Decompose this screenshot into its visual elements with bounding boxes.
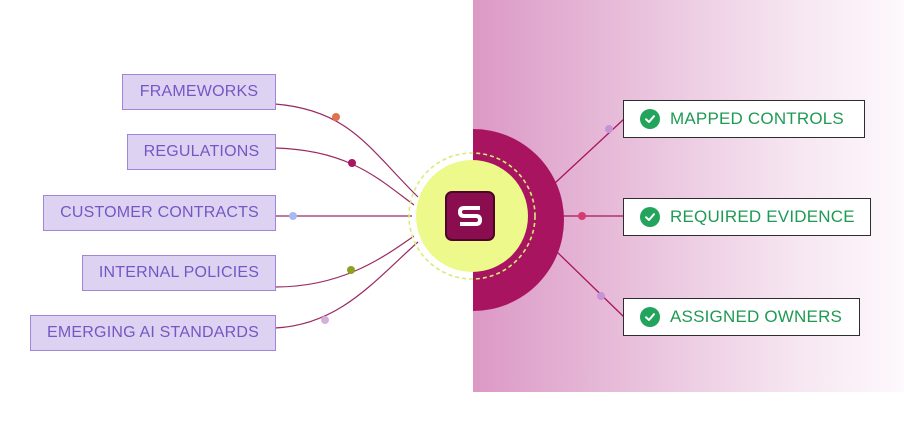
input-label: FRAMEWORKS [139, 83, 259, 100]
check-circle-icon [640, 109, 660, 129]
output-box-mapped-controls: MAPPED CONTROLS [623, 100, 865, 138]
input-dot-regulations [348, 159, 356, 167]
input-box-customer-contracts: CUSTOMER CONTRACTS [43, 195, 276, 231]
input-line-emerging-ai-standards [274, 241, 419, 329]
check-circle-icon [640, 307, 660, 327]
input-box-regulations: REGULATIONS [127, 134, 276, 170]
output-box-required-evidence: REQUIRED EVIDENCE [623, 198, 871, 236]
s-logo-glyph-icon [458, 206, 482, 226]
input-line-internal-policies [274, 235, 415, 288]
input-label: REGULATIONS [143, 143, 260, 160]
output-label: MAPPED CONTROLS [670, 109, 844, 128]
input-dot-frameworks [332, 113, 340, 121]
input-dot-emerging-ai-standards [321, 316, 329, 324]
check-circle-icon [640, 207, 660, 227]
output-box-assigned-owners: ASSIGNED OWNERS [623, 298, 860, 336]
output-label: REQUIRED EVIDENCE [670, 207, 855, 226]
s-logo-icon [445, 191, 495, 241]
input-dot-customer-contracts [289, 212, 297, 220]
input-line-frameworks [274, 103, 419, 198]
input-box-internal-policies: INTERNAL POLICIES [82, 255, 276, 291]
output-line-mapped-controls [554, 118, 625, 184]
input-dot-internal-policies [347, 266, 355, 274]
output-dot-2 [578, 212, 586, 220]
hub-dashed-ring [408, 152, 536, 280]
input-line-regulations [274, 147, 415, 206]
output-line-assigned-owners [554, 249, 625, 318]
input-label: CUSTOMER CONTRACTS [60, 204, 259, 221]
input-box-frameworks: FRAMEWORKS [122, 74, 276, 110]
input-label: INTERNAL POLICIES [98, 264, 260, 281]
output-label: ASSIGNED OWNERS [670, 307, 843, 326]
output-dot-3 [597, 292, 605, 300]
input-label: EMERGING AI STANDARDS [47, 324, 259, 341]
output-dot-1 [605, 125, 613, 133]
input-box-emerging-ai-standards: EMERGING AI STANDARDS [30, 315, 276, 351]
